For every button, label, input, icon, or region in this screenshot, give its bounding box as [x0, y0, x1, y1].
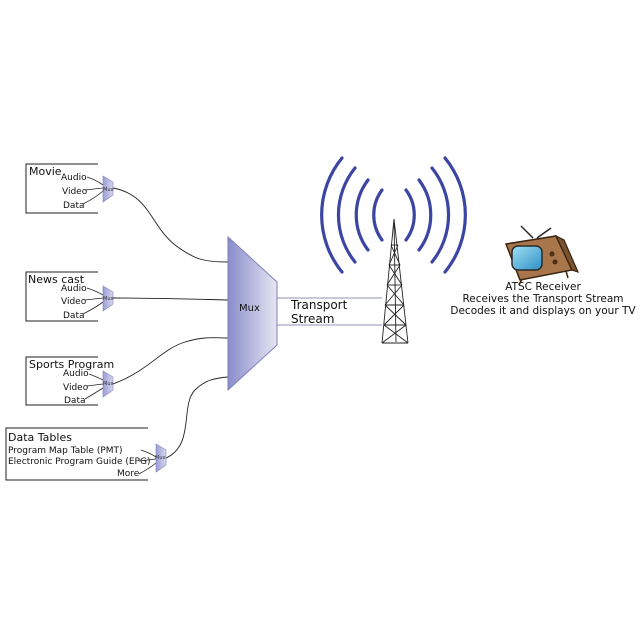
- input-lines: [82, 287, 104, 315]
- stream-label-video: Video: [61, 297, 87, 307]
- receiver-caption: ATSC Receiver Receives the Transport Str…: [450, 281, 636, 317]
- source-bracket: [5, 427, 148, 481]
- stream-label-line2: Stream: [291, 312, 334, 326]
- source-data-tables: Data Tables Program Map Table (PMT) Elec…: [5, 427, 167, 481]
- source-newscast: News cast Audio Video Data Mux: [25, 271, 114, 322]
- table-item-more: More: [117, 469, 140, 479]
- stream-label-audio: Audio: [63, 369, 89, 379]
- small-mux-shape: [102, 175, 114, 203]
- small-mux-label: Mux: [103, 296, 113, 302]
- small-mux-label: Mux: [103, 187, 113, 193]
- main-mux-label: Mux: [239, 303, 260, 314]
- source-movie: Movie Audio Video Data Mux: [25, 163, 114, 214]
- stream-label-data: Data: [64, 396, 86, 406]
- connector-movie: [112, 187, 229, 263]
- small-mux-shape: [102, 285, 114, 312]
- source-sports-program: Sports Program Audio Video Data Mux: [25, 356, 114, 406]
- source-title: Data Tables: [8, 431, 72, 444]
- source-bracket: [25, 163, 98, 214]
- stream-label-data: Data: [63, 201, 85, 211]
- table-item-epg: Electronic Program Guide (EPG): [8, 457, 150, 467]
- table-item-pmt: Program Map Table (PMT): [8, 446, 123, 456]
- small-mux-label: Mux: [155, 455, 165, 461]
- connector-newscast: [112, 297, 229, 301]
- stream-label-video: Video: [62, 187, 88, 197]
- source-title: News cast: [28, 273, 85, 286]
- source-title: Sports Program: [29, 358, 114, 371]
- stream-label-line1: Transport: [290, 298, 348, 312]
- main-mux-shape: [227, 235, 278, 392]
- connector-data-tables: [165, 376, 229, 459]
- transport-stream: Transport Stream: [277, 297, 382, 326]
- small-mux-label: Mux: [103, 381, 113, 387]
- mux-connectors: [112, 187, 229, 459]
- receiver-line-decodes: Decodes it and displays on your TV: [450, 305, 636, 317]
- input-lines: [84, 373, 104, 400]
- stream-label-data: Data: [63, 311, 85, 321]
- radio-waves: [320, 156, 467, 274]
- small-mux-shape: [155, 443, 167, 473]
- tv-icon: [504, 225, 580, 286]
- broadcast-tower-icon: [381, 218, 409, 344]
- stream-label-audio: Audio: [61, 173, 87, 183]
- connector-sports: [112, 337, 229, 385]
- waves-right: [404, 156, 467, 274]
- input-lines: [138, 449, 157, 475]
- receiver-line-receives: Receives the Transport Stream: [462, 293, 623, 305]
- stream-label-audio: Audio: [61, 284, 87, 294]
- small-mux-shape: [102, 370, 114, 398]
- main-mux: Mux: [227, 235, 278, 392]
- source-bracket: [25, 356, 98, 406]
- source-bracket: [25, 271, 98, 322]
- input-lines: [82, 176, 104, 205]
- receiver-title: ATSC Receiver: [505, 281, 581, 293]
- waves-left: [320, 156, 384, 274]
- stream-label-video: Video: [63, 383, 89, 393]
- source-title: Movie: [29, 165, 62, 178]
